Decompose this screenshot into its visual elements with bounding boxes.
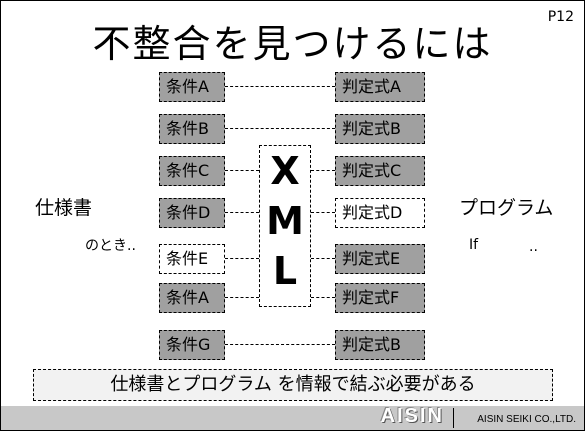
- judgement-box-3: 判定式C: [335, 156, 425, 186]
- program-if-label: If: [469, 237, 479, 253]
- aisin-logo: AISIN: [380, 405, 444, 427]
- connector-row-6-left: [225, 297, 259, 298]
- judgement-box-7: 判定式B: [335, 330, 425, 360]
- connector-row-3-left: [225, 170, 259, 171]
- condition-box-4: 条件D: [159, 198, 225, 228]
- connector-row-4-right: [311, 212, 335, 213]
- connector-row-5-left: [225, 258, 259, 259]
- condition-box-6: 条件A: [159, 283, 225, 313]
- xml-letter-x: X: [270, 149, 300, 193]
- connector-row-3-right: [311, 170, 335, 171]
- connector-row-6-right: [311, 297, 335, 298]
- xml-box: X M L: [259, 145, 311, 307]
- connector-row-1: [225, 86, 335, 87]
- connector-row-5-right: [311, 258, 335, 259]
- judgement-box-1: 判定式A: [335, 72, 425, 102]
- condition-box-1: 条件A: [159, 72, 225, 102]
- spec-sublabel: のとき..: [85, 238, 136, 254]
- judgement-box-5: 判定式E: [335, 244, 425, 274]
- judgement-box-6: 判定式F: [335, 283, 425, 313]
- connector-row-4-left: [225, 212, 259, 213]
- condition-box-2: 条件B: [159, 114, 225, 144]
- condition-box-5: 条件E: [159, 244, 225, 274]
- program-dots-label: ..: [529, 239, 538, 255]
- connector-row-7: [225, 344, 335, 345]
- footer-divider: [453, 408, 454, 428]
- condition-box-7: 条件G: [159, 330, 225, 360]
- xml-letter-m: M: [266, 199, 304, 243]
- slide-title: 不整合を見つけるには: [92, 22, 493, 66]
- judgement-box-4: 判定式D: [335, 198, 425, 228]
- condition-box-3: 条件C: [159, 156, 225, 186]
- judgement-box-2: 判定式B: [335, 114, 425, 144]
- xml-letter-l: L: [272, 249, 298, 293]
- spec-label: 仕様書: [35, 197, 93, 219]
- bottom-banner: 仕様書とプログラム を情報で結ぶ必要がある: [33, 369, 553, 401]
- footer-bar: [1, 406, 584, 430]
- company-name: AISIN SEIKI CO.,LTD.: [477, 414, 576, 425]
- page-number: P12: [547, 9, 574, 25]
- program-label: プログラム: [459, 197, 554, 219]
- connector-row-2: [225, 128, 335, 129]
